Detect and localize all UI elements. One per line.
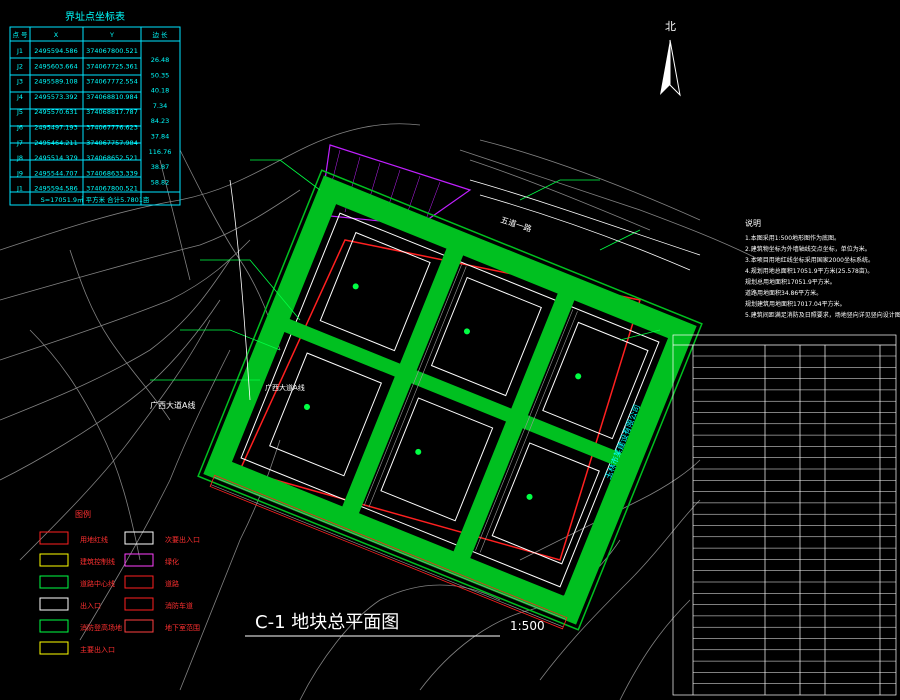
coord-y: 374067757.984 xyxy=(86,139,138,147)
legend-label: 绿化 xyxy=(165,557,179,566)
coord-length: 26.48 xyxy=(151,56,170,64)
legend-swatch xyxy=(39,553,69,567)
legend-swatch xyxy=(124,553,154,567)
coord-length: 38.87 xyxy=(151,163,170,171)
note-line: 5.建筑间距满足消防及日照要求，场地竖向详见竖向设计图。 xyxy=(745,311,900,319)
coord-table-footer: S=17051.9㎡ 平方米 合计5.7801亩 xyxy=(41,195,150,204)
economic-indicator-table xyxy=(672,334,897,696)
coord-x: 2495544.707 xyxy=(34,169,77,177)
coord-y: 374068633.339 xyxy=(86,169,138,177)
coord-x: 2495594.586 xyxy=(34,185,77,193)
coord-x: 2495603.664 xyxy=(34,62,77,70)
note-line: 4.规划用地总面积17051.9平方米(25.578亩)。 xyxy=(745,267,873,275)
coord-length: 116.76 xyxy=(149,148,172,156)
coord-point-id: J9 xyxy=(16,169,23,177)
note-line: 规划建筑用地面积17017.04平方米。 xyxy=(745,300,846,308)
coord-y: 374068652.521 xyxy=(86,154,138,162)
coord-point-id: J5 xyxy=(16,108,23,116)
note-line: 3.本项目用地红线坐标采用国家2000坐标系统。 xyxy=(745,256,874,264)
coord-x: 2495573.392 xyxy=(34,93,77,101)
legend-label: 次要出入口 xyxy=(165,535,200,544)
legend-swatch xyxy=(39,531,69,545)
side-label-right: 广西大道A线 xyxy=(265,383,305,392)
coord-y: 374068810.984 xyxy=(86,93,138,101)
coord-point-id: J1 xyxy=(16,47,23,55)
coord-x: 2495589.108 xyxy=(34,78,77,86)
road-lines xyxy=(229,179,701,401)
legend-label: 消防车道 xyxy=(165,601,193,610)
annotation-leaders xyxy=(150,159,661,381)
legend-label: 建筑控制线 xyxy=(80,557,115,566)
site-main-layout xyxy=(197,169,703,631)
coord-header: Y xyxy=(109,31,114,39)
coord-x: 2495570.631 xyxy=(34,108,77,116)
coord-y: 374067800.521 xyxy=(86,185,138,193)
coord-length: 58.82 xyxy=(151,178,170,186)
coord-x: 2495497.193 xyxy=(34,124,77,132)
legend-swatch xyxy=(124,619,154,633)
coord-length: 7.34 xyxy=(153,102,167,110)
legend-label: 道路 xyxy=(165,579,179,588)
legend-swatch xyxy=(39,597,69,611)
coord-y: 374067800.521 xyxy=(86,47,138,55)
side-label-left: 广西大道A线 xyxy=(150,400,195,410)
coord-point-id: J4 xyxy=(16,93,23,101)
note-line: 2.建筑物坐标为外墙轴线交点坐标，单位为米。 xyxy=(745,245,871,253)
legend-label: 出入口 xyxy=(80,601,101,610)
coord-y: 374068817.787 xyxy=(86,108,138,116)
coord-x: 2495464.211 xyxy=(34,139,77,147)
coord-point-id: J8 xyxy=(16,154,23,162)
coord-point-id: J3 xyxy=(16,78,23,86)
north-label: 北 xyxy=(665,20,676,33)
drawing-title: C-1 地块总平面图 xyxy=(255,612,399,633)
coord-header: X xyxy=(54,31,59,39)
design-notes: 说明 1.本图采用1:500地形图作为底图。 2.建筑物坐标为外墙轴线交点坐标，单… xyxy=(745,218,900,319)
coord-y: 374067725.361 xyxy=(86,62,138,70)
north-arrow xyxy=(660,39,681,97)
legend-swatch xyxy=(39,619,69,633)
coord-point-id: J6 xyxy=(16,124,23,132)
coord-y: 374067776.623 xyxy=(86,124,138,132)
notes-heading: 说明 xyxy=(745,218,761,228)
legend-label: 道路中心线 xyxy=(80,579,115,588)
legend-label: 主要出入口 xyxy=(80,645,115,654)
legend-swatch xyxy=(39,641,69,655)
legend-swatch xyxy=(124,597,154,611)
coord-length: 50.35 xyxy=(151,71,170,79)
coord-point-id: J2 xyxy=(16,62,23,70)
economic-indicator-rows xyxy=(693,355,896,684)
coord-x: 2495514.379 xyxy=(34,154,77,162)
note-line: 道路用地面积34.86平方米。 xyxy=(745,289,822,297)
coord-length: 40.18 xyxy=(151,87,170,95)
legend-swatch xyxy=(39,575,69,589)
coord-x: 2495594.586 xyxy=(34,47,77,55)
legend-swatch xyxy=(124,575,154,589)
legend-label: 用地红线 xyxy=(80,535,108,544)
coord-point-id: J1 xyxy=(16,185,23,193)
coord-y: 374067772.554 xyxy=(86,78,138,86)
coord-header: 点 号 xyxy=(12,31,28,39)
notes-lines: 1.本图采用1:500地形图作为底图。 2.建筑物坐标为外墙轴线交点坐标，单位为米… xyxy=(745,234,900,319)
legend-swatch xyxy=(124,531,154,545)
legend-label: 消防登高场地 xyxy=(80,623,122,632)
note-line: 1.本图采用1:500地形图作为底图。 xyxy=(745,234,840,242)
coord-length: 84.23 xyxy=(151,117,170,125)
drawing-scale: 1:500 xyxy=(510,619,545,633)
coord-point-id: J7 xyxy=(16,139,23,147)
note-line: 规划总用地面积17051.9平方米。 xyxy=(745,278,836,286)
legend-heading: 图例 xyxy=(75,509,91,519)
coordinate-table xyxy=(9,26,181,206)
coord-table-title: 界址点坐标表 xyxy=(65,10,125,23)
legend-label: 地下室范围 xyxy=(165,623,200,632)
coord-header: 边 长 xyxy=(152,30,168,39)
coord-length: 37.84 xyxy=(151,133,170,141)
